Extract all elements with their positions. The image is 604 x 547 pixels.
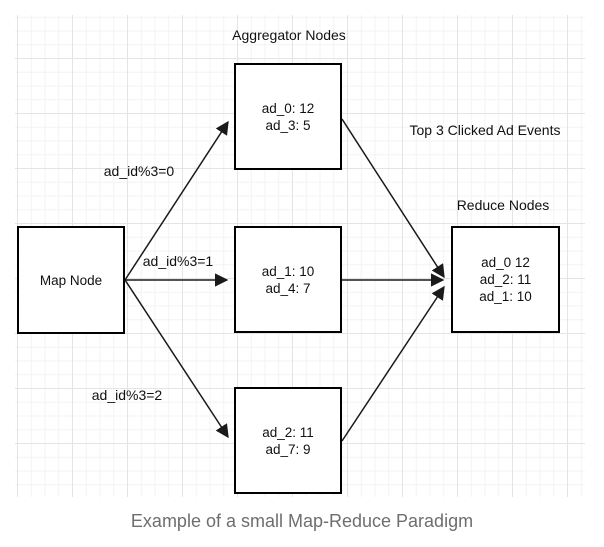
reduce-line-3: ad_1: 10: [479, 289, 532, 304]
edge-label-mod2: ad_id%3=2: [91, 387, 163, 403]
map-node-box: Map Node: [17, 226, 125, 334]
aggregator-1-line-1: ad_1: 10: [261, 263, 315, 279]
aggregator-node-0-box: ad_0: 12 ad_3: 5: [234, 63, 342, 170]
edge-label-mod1: ad_id%3=1: [142, 253, 214, 269]
aggregator-node-1-box: ad_1: 10 ad_4: 7: [234, 226, 342, 333]
edge-label-mod0: ad_id%3=0: [103, 163, 175, 179]
aggregator-node-2-box: ad_2: 11 ad_7: 9: [234, 387, 342, 494]
top3-clicked-ad-events-annotation: Top 3 Clicked Ad Events: [409, 122, 561, 138]
aggregator-nodes-title: Aggregator Nodes: [232, 27, 346, 43]
reduce-node-box: ad_0 12 ad_2: 11 ad_1: 10: [451, 226, 560, 333]
reduce-nodes-title: Reduce Nodes: [456, 197, 550, 213]
reduce-line-1: ad_0 12: [481, 255, 530, 270]
map-node-label: Map Node: [39, 272, 103, 288]
aggregator-2-line-2: ad_7: 9: [265, 441, 311, 457]
aggregator-2-line-1: ad_2: 11: [262, 424, 314, 440]
figure-caption: Example of a small Map-Reduce Paradigm: [130, 511, 474, 531]
aggregator-0-line-1: ad_0: 12: [261, 100, 315, 116]
reduce-line-2: ad_2: 11: [479, 272, 532, 287]
aggregator-1-line-2: ad_4: 7: [265, 280, 311, 296]
aggregator-0-line-2: ad_3: 5: [265, 117, 311, 133]
